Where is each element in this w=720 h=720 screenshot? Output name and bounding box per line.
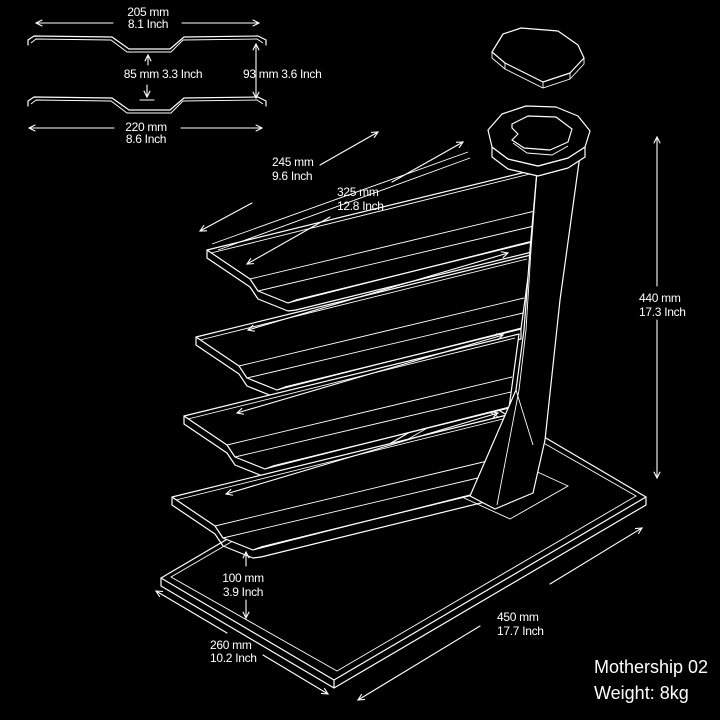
water-tank [487, 105, 591, 177]
label-tray-inch: 12.8 Inch [337, 199, 384, 213]
dim-base-length [356, 527, 644, 701]
tray-profile-bottom [27, 96, 267, 114]
label-height-mm: 440 mm [639, 291, 681, 305]
label-upper-tray-mm: 245 mm [272, 155, 314, 169]
label-tray-mm: 325 mm [337, 185, 379, 199]
label-bottom-width-mm: 220 mm [125, 120, 167, 134]
dim-base-depth [154, 590, 330, 695]
label-inner-height: 85 mm 3.3 Inch [124, 67, 203, 81]
label-clearance-mm: 100 mm [222, 571, 264, 585]
tank-lid [491, 27, 585, 89]
product-name: Mothership 02 [594, 657, 708, 677]
support-column [469, 154, 581, 510]
dim-tray-gap-arrows [224, 251, 510, 496]
label-upper-tray-inch: 9.6 Inch [272, 169, 312, 183]
label-height-inch: 17.3 Inch [639, 305, 686, 319]
label-clearance-inch: 3.9 Inch [223, 585, 263, 599]
label-top-width-mm: 205 mm [127, 5, 169, 19]
label-base-length-inch: 17.7 Inch [497, 624, 544, 638]
label-top-width-inch: 8.1 Inch [128, 17, 168, 31]
label-base-length-mm: 450 mm [497, 610, 539, 624]
upper-tray-edges [211, 151, 471, 251]
labels: 205 mm 8.1 Inch 85 mm 3.3 Inch 93 mm 3.6… [124, 5, 686, 665]
dim-upper-tray-length [198, 131, 380, 232]
product-weight: Weight: 8kg [594, 683, 689, 703]
label-bottom-width-inch: 8.6 Inch [126, 132, 166, 146]
dim-inner-height [139, 53, 155, 101]
cross-section-detail [27, 19, 267, 132]
label-base-depth-inch: 10.2 Inch [210, 651, 257, 665]
product-label: Mothership 02 Weight: 8kg [594, 657, 708, 703]
tray-profile-top [27, 35, 267, 53]
label-base-depth-mm: 260 mm [210, 638, 252, 652]
label-outer-height: 93 mm 3.6 Inch [243, 67, 322, 81]
